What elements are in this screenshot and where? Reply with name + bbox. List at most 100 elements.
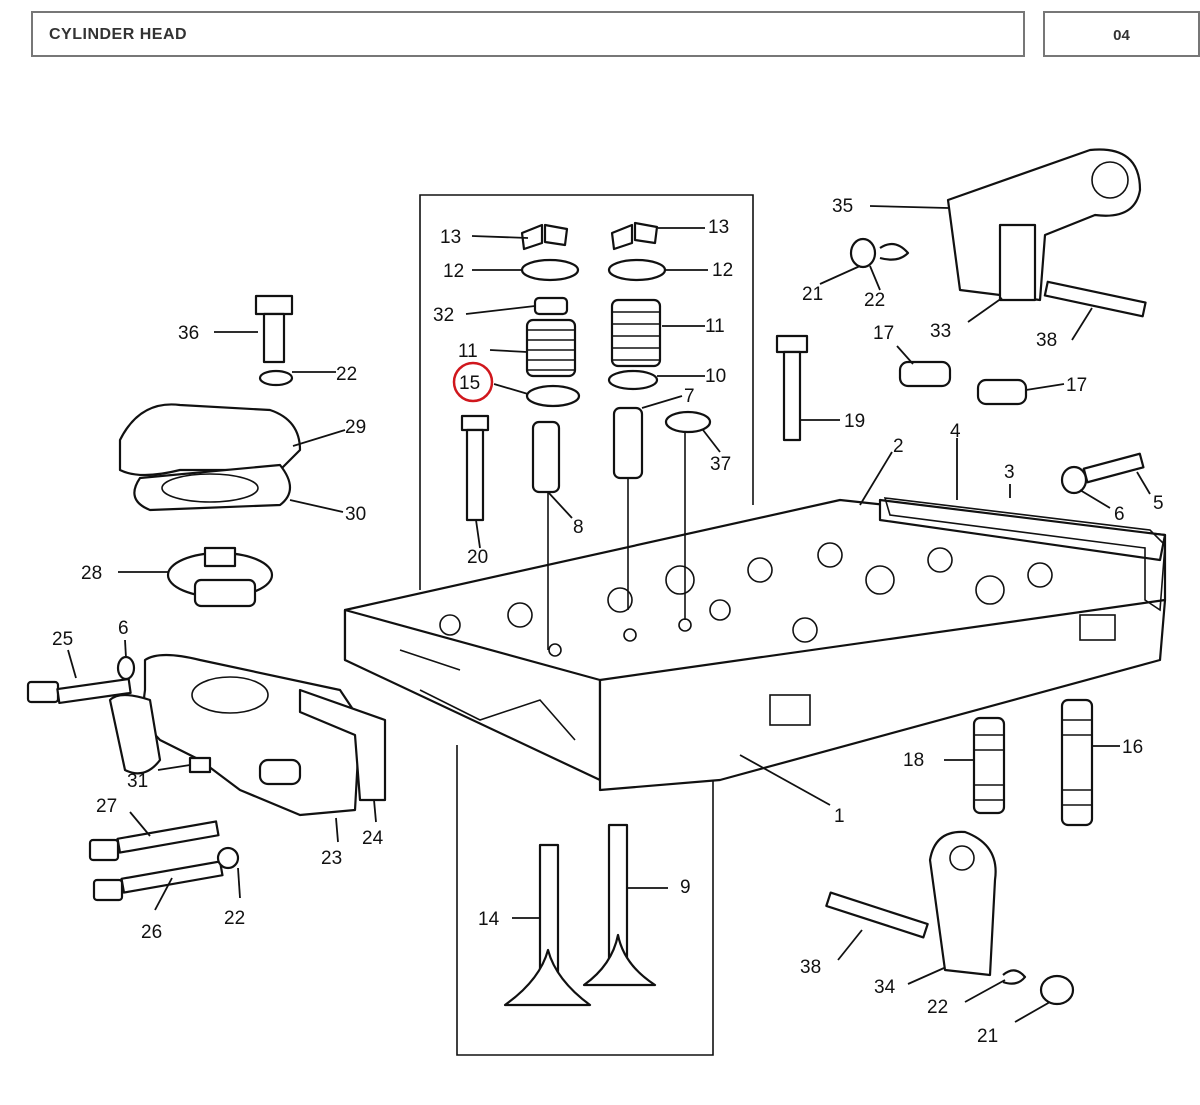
callout-38: 38 (800, 957, 821, 978)
leader-lines (67, 205, 1151, 1023)
valve-seal-32 (533, 296, 569, 316)
plug-31 (188, 756, 212, 774)
valve-9 (582, 823, 657, 987)
callout-6: 6 (1114, 504, 1125, 525)
callout-31: 31 (127, 771, 148, 792)
valve-spring-right (610, 298, 662, 368)
valve-lower-bracket (456, 745, 714, 1056)
washer-22-lower-right (1002, 969, 1027, 985)
valve-spring-left (525, 318, 577, 378)
thermostat-housing-29 (118, 403, 302, 477)
callout-16: 16 (1122, 737, 1143, 758)
nut-21-lower (1039, 974, 1075, 1006)
callout-17: 17 (1066, 375, 1087, 396)
callout-27: 27 (96, 796, 117, 817)
washer-22-upper (879, 242, 910, 261)
callout-11: 11 (458, 341, 478, 362)
valve-14 (503, 843, 592, 1007)
callout-12: 12 (712, 260, 733, 281)
housing-gasket-30 (133, 463, 292, 512)
callout-35: 35 (832, 196, 853, 217)
bolt-25 (26, 677, 132, 705)
callout-labels: 13 13 12 12 32 11 11 15 10 7 37 8 20 35 … (52, 196, 1164, 1047)
callout-13: 13 (708, 217, 729, 238)
valve-guide-7 (612, 406, 644, 480)
washer-6-lower (116, 655, 136, 681)
callout-28: 28 (81, 563, 102, 584)
bolt-27 (88, 820, 220, 862)
lifting-bracket-34 (928, 830, 997, 977)
callout-33: 33 (930, 321, 951, 342)
callout-34: 34 (874, 977, 896, 998)
callout-26: 26 (141, 922, 162, 943)
callout-8: 8 (573, 517, 584, 538)
callout-20: 20 (467, 547, 488, 568)
callout-2: 2 (893, 436, 904, 457)
callout-22: 22 (927, 997, 948, 1018)
callout-21: 21 (802, 284, 823, 305)
washer-37 (664, 410, 712, 434)
bolt-36 (254, 294, 294, 364)
nut-21-upper (849, 237, 877, 269)
callout-9: 9 (680, 877, 691, 898)
washer-6-upper (1060, 465, 1088, 495)
highlight-circle-part-15 (452, 361, 494, 403)
washer-22-lower-left (216, 846, 240, 870)
callout-22: 22 (224, 908, 245, 929)
callout-19: 19 (844, 411, 865, 432)
spring-retainer-left (520, 258, 580, 282)
nut-17-upper (898, 360, 952, 388)
lifting-bracket-35 (946, 148, 1142, 302)
title-box: CYLINDER HEAD (31, 11, 1025, 57)
valve-group-bracket (419, 194, 754, 590)
callout-22: 22 (864, 290, 885, 311)
callout-25: 25 (52, 629, 73, 650)
callout-23: 23 (321, 848, 342, 869)
valve-cotters-left (520, 223, 569, 251)
callout-17: 17 (873, 323, 894, 344)
callout-15: 15 (459, 373, 480, 394)
spring-seat-15 (525, 384, 581, 408)
head-gasket (883, 497, 1166, 612)
bolt-5 (1082, 452, 1145, 484)
callout-18: 18 (903, 750, 924, 771)
callout-4: 4 (950, 421, 961, 442)
callout-10: 10 (705, 366, 726, 387)
callout-12: 12 (443, 261, 464, 282)
callout-1: 1 (834, 806, 845, 827)
callout-5: 5 (1153, 493, 1164, 514)
bolt-26 (92, 860, 224, 902)
callout-21: 21 (977, 1026, 998, 1047)
stud-38-upper (1043, 280, 1147, 318)
stud-18 (972, 716, 1006, 815)
thermostat-28 (166, 546, 274, 608)
callout-13: 13 (440, 227, 461, 248)
cylinder-head-block (343, 498, 1167, 792)
bolt-20 (460, 414, 490, 522)
page-code-box: 04 (1043, 11, 1200, 57)
washer-22-housing (258, 369, 294, 387)
callout-14: 14 (478, 909, 500, 930)
callout-11: 11 (705, 316, 725, 337)
callout-22: 22 (336, 364, 357, 385)
page-code: 04 (1113, 27, 1130, 44)
callout-36: 36 (178, 323, 199, 344)
valve-guide-8 (531, 420, 561, 494)
callout-24: 24 (362, 828, 384, 849)
callout-3: 3 (1004, 462, 1015, 483)
spring-seat-10 (607, 369, 659, 391)
callout-29: 29 (345, 417, 366, 438)
stud-16 (1060, 698, 1094, 827)
gasket-24 (298, 688, 387, 802)
callout-7: 7 (684, 386, 695, 407)
bolt-19 (775, 334, 809, 442)
callout-6: 6 (118, 618, 129, 639)
callout-37: 37 (710, 454, 731, 475)
callout-38: 38 (1036, 330, 1057, 351)
callout-30: 30 (345, 504, 366, 525)
valve-cotters-right (610, 221, 659, 251)
page-title: CYLINDER HEAD (49, 26, 188, 43)
spring-retainer-right (607, 258, 667, 282)
nut-17-lower (976, 378, 1028, 406)
